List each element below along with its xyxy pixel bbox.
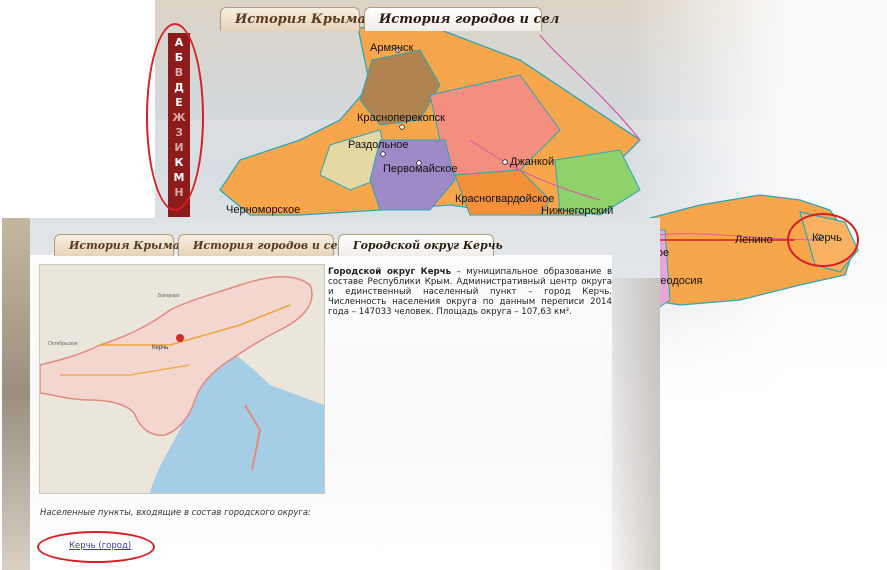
map-label: Керчь — [152, 345, 168, 351]
crimea-map — [219, 21, 859, 321]
map-label: Октябрьское — [48, 341, 78, 347]
crimea-map-svg — [219, 21, 859, 321]
front-tab-bar: История Крыма История городов и сел Горо… — [54, 234, 503, 256]
map-label: Армянск — [370, 42, 414, 54]
region-krasnoperekopsk — [359, 49, 441, 126]
annotation-ellipse-link — [37, 531, 155, 563]
map-label: Красногвардейское — [455, 193, 555, 205]
annotation-ellipse-alphabet — [146, 23, 204, 211]
map-label: Джанкой — [510, 156, 555, 168]
tab-crimea-history[interactable]: История Крыма — [54, 234, 180, 256]
map-label: Раздольное — [348, 139, 409, 151]
kerch-map-svg: Керчь Багерово Октябрьское — [40, 265, 324, 493]
description-body: – муниципальное образование в составе Ре… — [328, 267, 613, 317]
region-krasnogvardeyskoe — [454, 169, 551, 216]
region-pervomayskoe — [369, 139, 456, 211]
map-label: Багерово — [158, 293, 180, 299]
map-label: Нижнегорский — [541, 205, 614, 217]
description-title: Городской округ Керчь — [328, 267, 452, 277]
kerch-district-map[interactable]: Керчь Багерово Октябрьское — [39, 264, 325, 494]
settlements-label: Населенные пункты, входящие в состав гор… — [40, 508, 311, 518]
tab-crimea-history[interactable]: История Крыма — [220, 7, 366, 31]
district-boundary — [40, 276, 313, 436]
foreground-window: История Крыма История городов и сел Горо… — [2, 218, 660, 570]
region-nizhnegorsky — [554, 149, 641, 216]
decor-strip-left — [2, 218, 30, 570]
map-label: Черноморское — [226, 204, 301, 216]
annotation-ellipse-kerch — [787, 213, 859, 267]
map-label: Красноперекопск — [357, 112, 445, 124]
tab-kerch-district[interactable]: Городской округ Керчь — [338, 234, 503, 256]
map-label: Ленино — [735, 234, 773, 246]
map-label: Первомайское — [383, 163, 458, 175]
district-description: Городской округ Керчь – муниципальное об… — [328, 267, 612, 317]
back-tab-bar: История Крыма История городов и сел — [220, 7, 559, 31]
map-label: Феодосия — [652, 275, 703, 287]
tab-cities-history[interactable]: История городов и сел — [364, 7, 559, 31]
kerch-pin-icon — [176, 334, 184, 342]
tab-cities-history[interactable]: История городов и сел — [178, 234, 346, 256]
